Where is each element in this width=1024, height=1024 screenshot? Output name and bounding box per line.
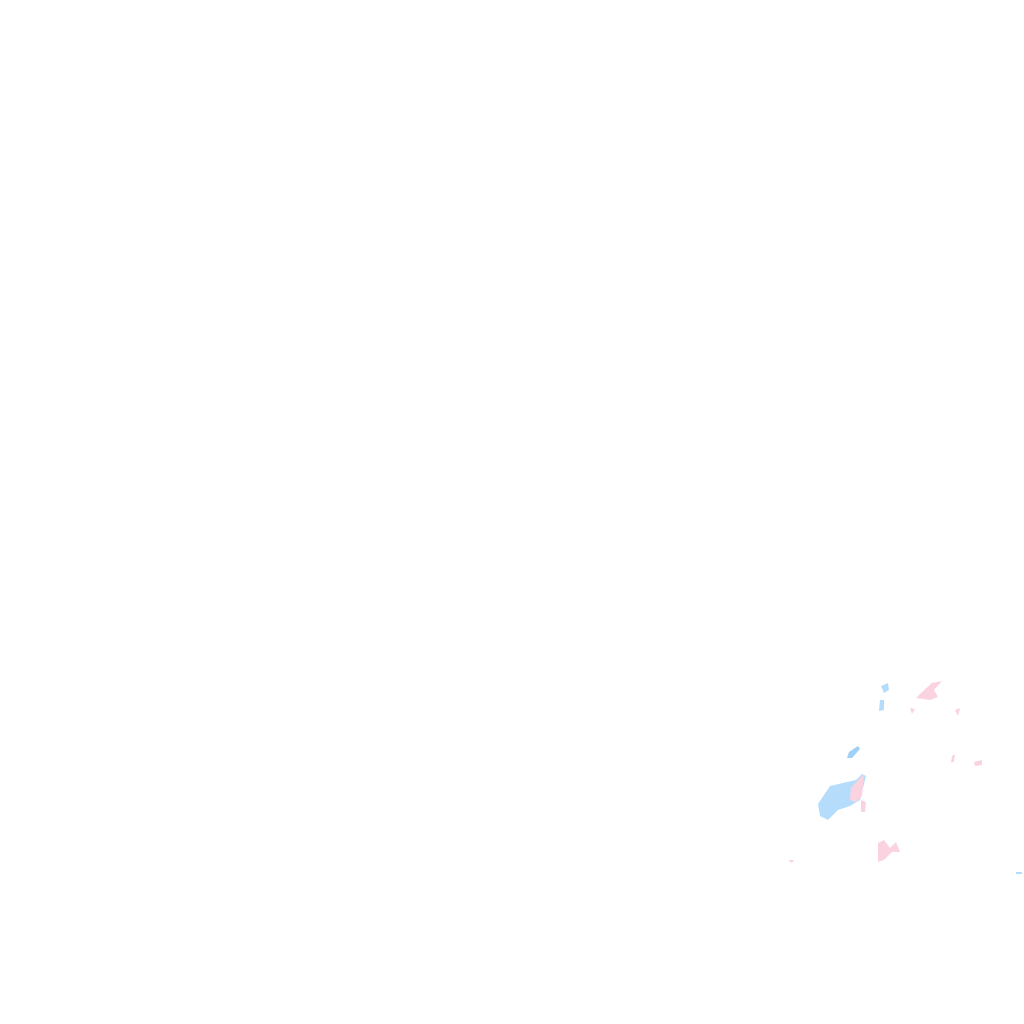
blue-blob-top2 (879, 700, 884, 711)
pink-blob-mid2 (861, 800, 866, 812)
blue-blob-top (881, 683, 889, 693)
pink-blob-mid (850, 774, 864, 802)
pink-blobs (788, 681, 982, 863)
pink-blob-bottom (878, 840, 900, 862)
blue-blob-small (847, 746, 860, 758)
pink-blob-small3 (951, 754, 955, 762)
blue-blobs (818, 683, 1022, 874)
pink-blob-small5 (788, 860, 794, 863)
pink-blob-top (916, 681, 942, 700)
pink-blob-small2 (955, 708, 960, 716)
pink-blob-small1 (910, 708, 915, 714)
pink-blob-small4 (974, 760, 982, 766)
blue-blob-speck (1016, 872, 1022, 874)
